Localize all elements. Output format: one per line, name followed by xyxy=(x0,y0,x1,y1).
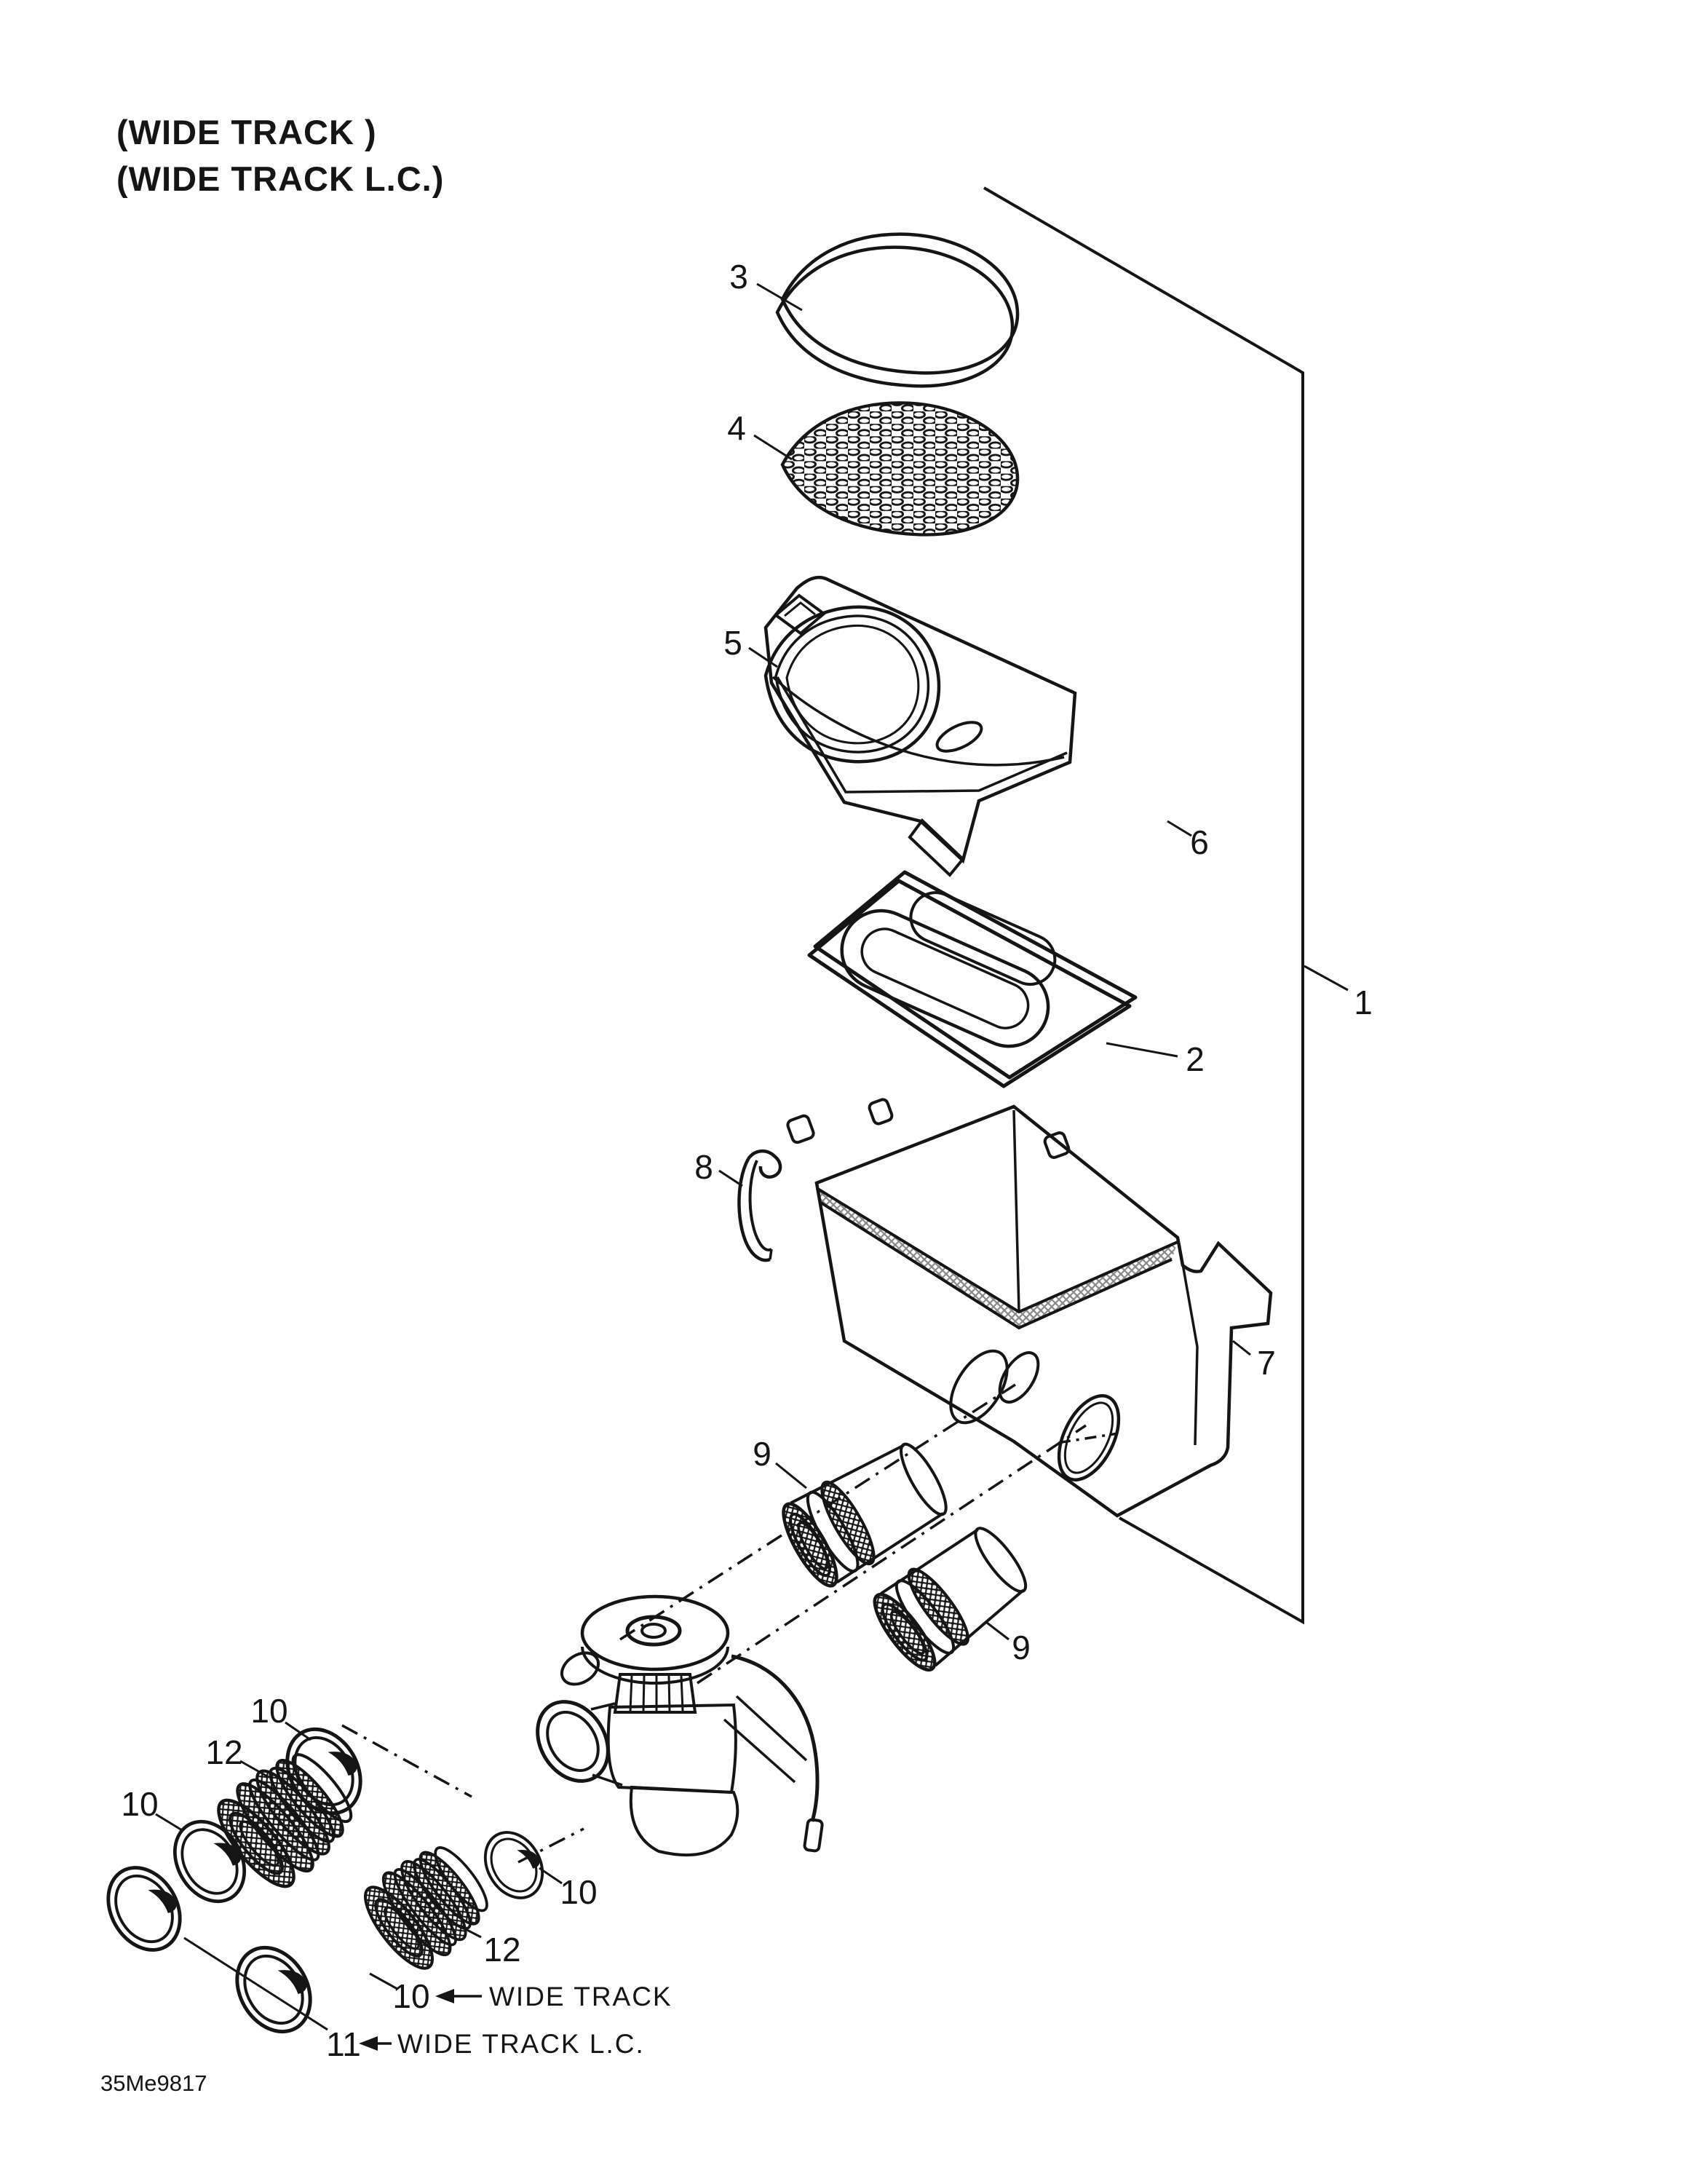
callout-label-10: 10 xyxy=(250,1692,287,1730)
left-arrow-icon xyxy=(359,2036,378,2051)
part-9-sleeve-right xyxy=(873,1527,1028,1671)
wide-track-label: WIDE TRACK xyxy=(489,1982,673,2011)
leader-line xyxy=(748,646,778,668)
assembly-boundary-line xyxy=(983,186,1304,1625)
callout-label-3: 3 xyxy=(729,258,748,296)
left-arrow-icon xyxy=(435,1989,454,2003)
leader-line xyxy=(285,1721,312,1741)
part-6-silencer-cover xyxy=(763,575,1077,877)
part-9-sleeve-left xyxy=(782,1442,948,1588)
leader-line xyxy=(1304,965,1349,992)
alignment-axis-upper xyxy=(619,1383,1016,1641)
part-4-mesh-screen xyxy=(780,401,1020,537)
leader-line xyxy=(1232,1340,1251,1356)
part-10-clamp-wide-track xyxy=(235,1945,312,2034)
callout-label-5: 5 xyxy=(723,624,742,662)
callout-label-7: 7 xyxy=(1257,1344,1276,1382)
alignment-axis-lower xyxy=(697,1424,1087,1685)
part-2-baffle-plate xyxy=(807,870,1138,1088)
part-12-boot-upper xyxy=(217,1753,353,1888)
leader-line xyxy=(1167,820,1192,837)
part-11-clamp-wide-track-lc xyxy=(106,1866,182,1952)
leader-line xyxy=(756,282,803,312)
callout-label-9: 9 xyxy=(1012,1629,1031,1666)
part-3-filter-cover xyxy=(775,232,1020,388)
callout-label-11: 11 xyxy=(326,2025,361,2063)
leader-line xyxy=(239,1760,269,1779)
callout-label-12: 12 xyxy=(205,1733,242,1771)
leader-line xyxy=(155,1813,183,1832)
carburetor xyxy=(536,1594,824,1857)
part-5-sealing-ring xyxy=(763,605,941,764)
leader-line xyxy=(456,1923,482,1939)
figure-code: 35Me9817 xyxy=(100,2070,207,2096)
part-8-spring-clip xyxy=(737,1150,782,1262)
leader-line xyxy=(775,1462,807,1489)
wide-track-lc-annotation: WIDE TRACK L.C. xyxy=(359,2029,645,2059)
part-7-silencer-body xyxy=(786,1098,1273,1518)
callout-label-10: 10 xyxy=(392,1977,429,2015)
callout-label-8: 8 xyxy=(694,1148,713,1186)
leader-line xyxy=(718,1169,743,1187)
callout-label-4: 4 xyxy=(727,409,746,447)
leader-line xyxy=(539,1867,563,1885)
leader-line xyxy=(986,1621,1009,1641)
wide-track-lc-label: WIDE TRACK L.C. xyxy=(397,2029,645,2059)
callout-label-2: 2 xyxy=(1186,1040,1205,1078)
leader-line xyxy=(369,1972,398,1990)
wide-track-annotation: WIDE TRACK xyxy=(435,1982,673,2011)
outlet-oval xyxy=(1057,1394,1121,1481)
part-12-boot-lower xyxy=(363,1846,488,1970)
leader-line xyxy=(183,1936,328,2031)
callout-label-12: 12 xyxy=(483,1931,520,1969)
callout-label-1: 1 xyxy=(1354,984,1373,1021)
title-line-1: (WIDE TRACK ) xyxy=(116,113,377,151)
title-line-2: (WIDE TRACK L.C.) xyxy=(116,159,444,198)
callout-label-10: 10 xyxy=(121,1785,158,1823)
callout-label-9: 9 xyxy=(753,1435,771,1473)
alignment-axis-boot-upper xyxy=(341,1724,472,1798)
part-10-clamp-lower-carb-end xyxy=(483,1831,544,1899)
callout-label-10: 10 xyxy=(560,1873,597,1911)
leader-line xyxy=(1106,1042,1178,1058)
callout-label-6: 6 xyxy=(1190,823,1209,861)
leader-line xyxy=(753,434,793,461)
